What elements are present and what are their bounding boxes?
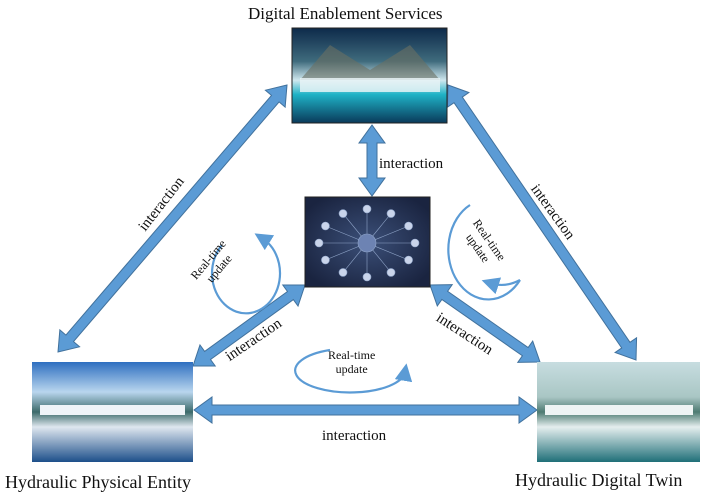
- hub-node-icon: [386, 209, 396, 218]
- node-title-physical-entity: Hydraulic Physical Entity: [5, 472, 191, 492]
- arrow-top-center: [358, 124, 386, 197]
- hub-node-icon: [404, 255, 413, 265]
- arrow-bottom: [193, 396, 538, 424]
- arrow-top-right: [446, 84, 638, 361]
- digital-services-image: [291, 27, 448, 124]
- hub-center-icon: [357, 233, 377, 253]
- hub-node-icon: [410, 238, 420, 248]
- cycle-arrow-right: [447, 204, 521, 301]
- edge-label-bottom: interaction: [322, 428, 387, 444]
- digital-twin-image: [537, 362, 700, 462]
- hub-node-icon: [404, 221, 413, 231]
- hub-node-icon: [338, 209, 348, 218]
- arrow-top-left: [57, 84, 288, 353]
- hub-node-icon: [338, 268, 348, 277]
- physical-entity-image: [32, 362, 193, 462]
- node-title-digital-twin: Hydraulic Digital Twin: [515, 470, 683, 490]
- hub-node-icon: [362, 272, 372, 282]
- cycle-arrow-left: [210, 233, 282, 315]
- cycle-arrow-bottom: [294, 348, 413, 394]
- hub-node-icon: [321, 255, 330, 265]
- platform-hub-image: [304, 196, 431, 288]
- hub-node-icon: [314, 238, 324, 248]
- node-title-digital-services: Digital Enablement Services: [248, 4, 443, 23]
- hub-node-icon: [362, 204, 372, 214]
- edge-label-top-center: interaction: [379, 156, 444, 172]
- hub-node-icon: [321, 221, 330, 231]
- hub-node-icon: [386, 268, 396, 277]
